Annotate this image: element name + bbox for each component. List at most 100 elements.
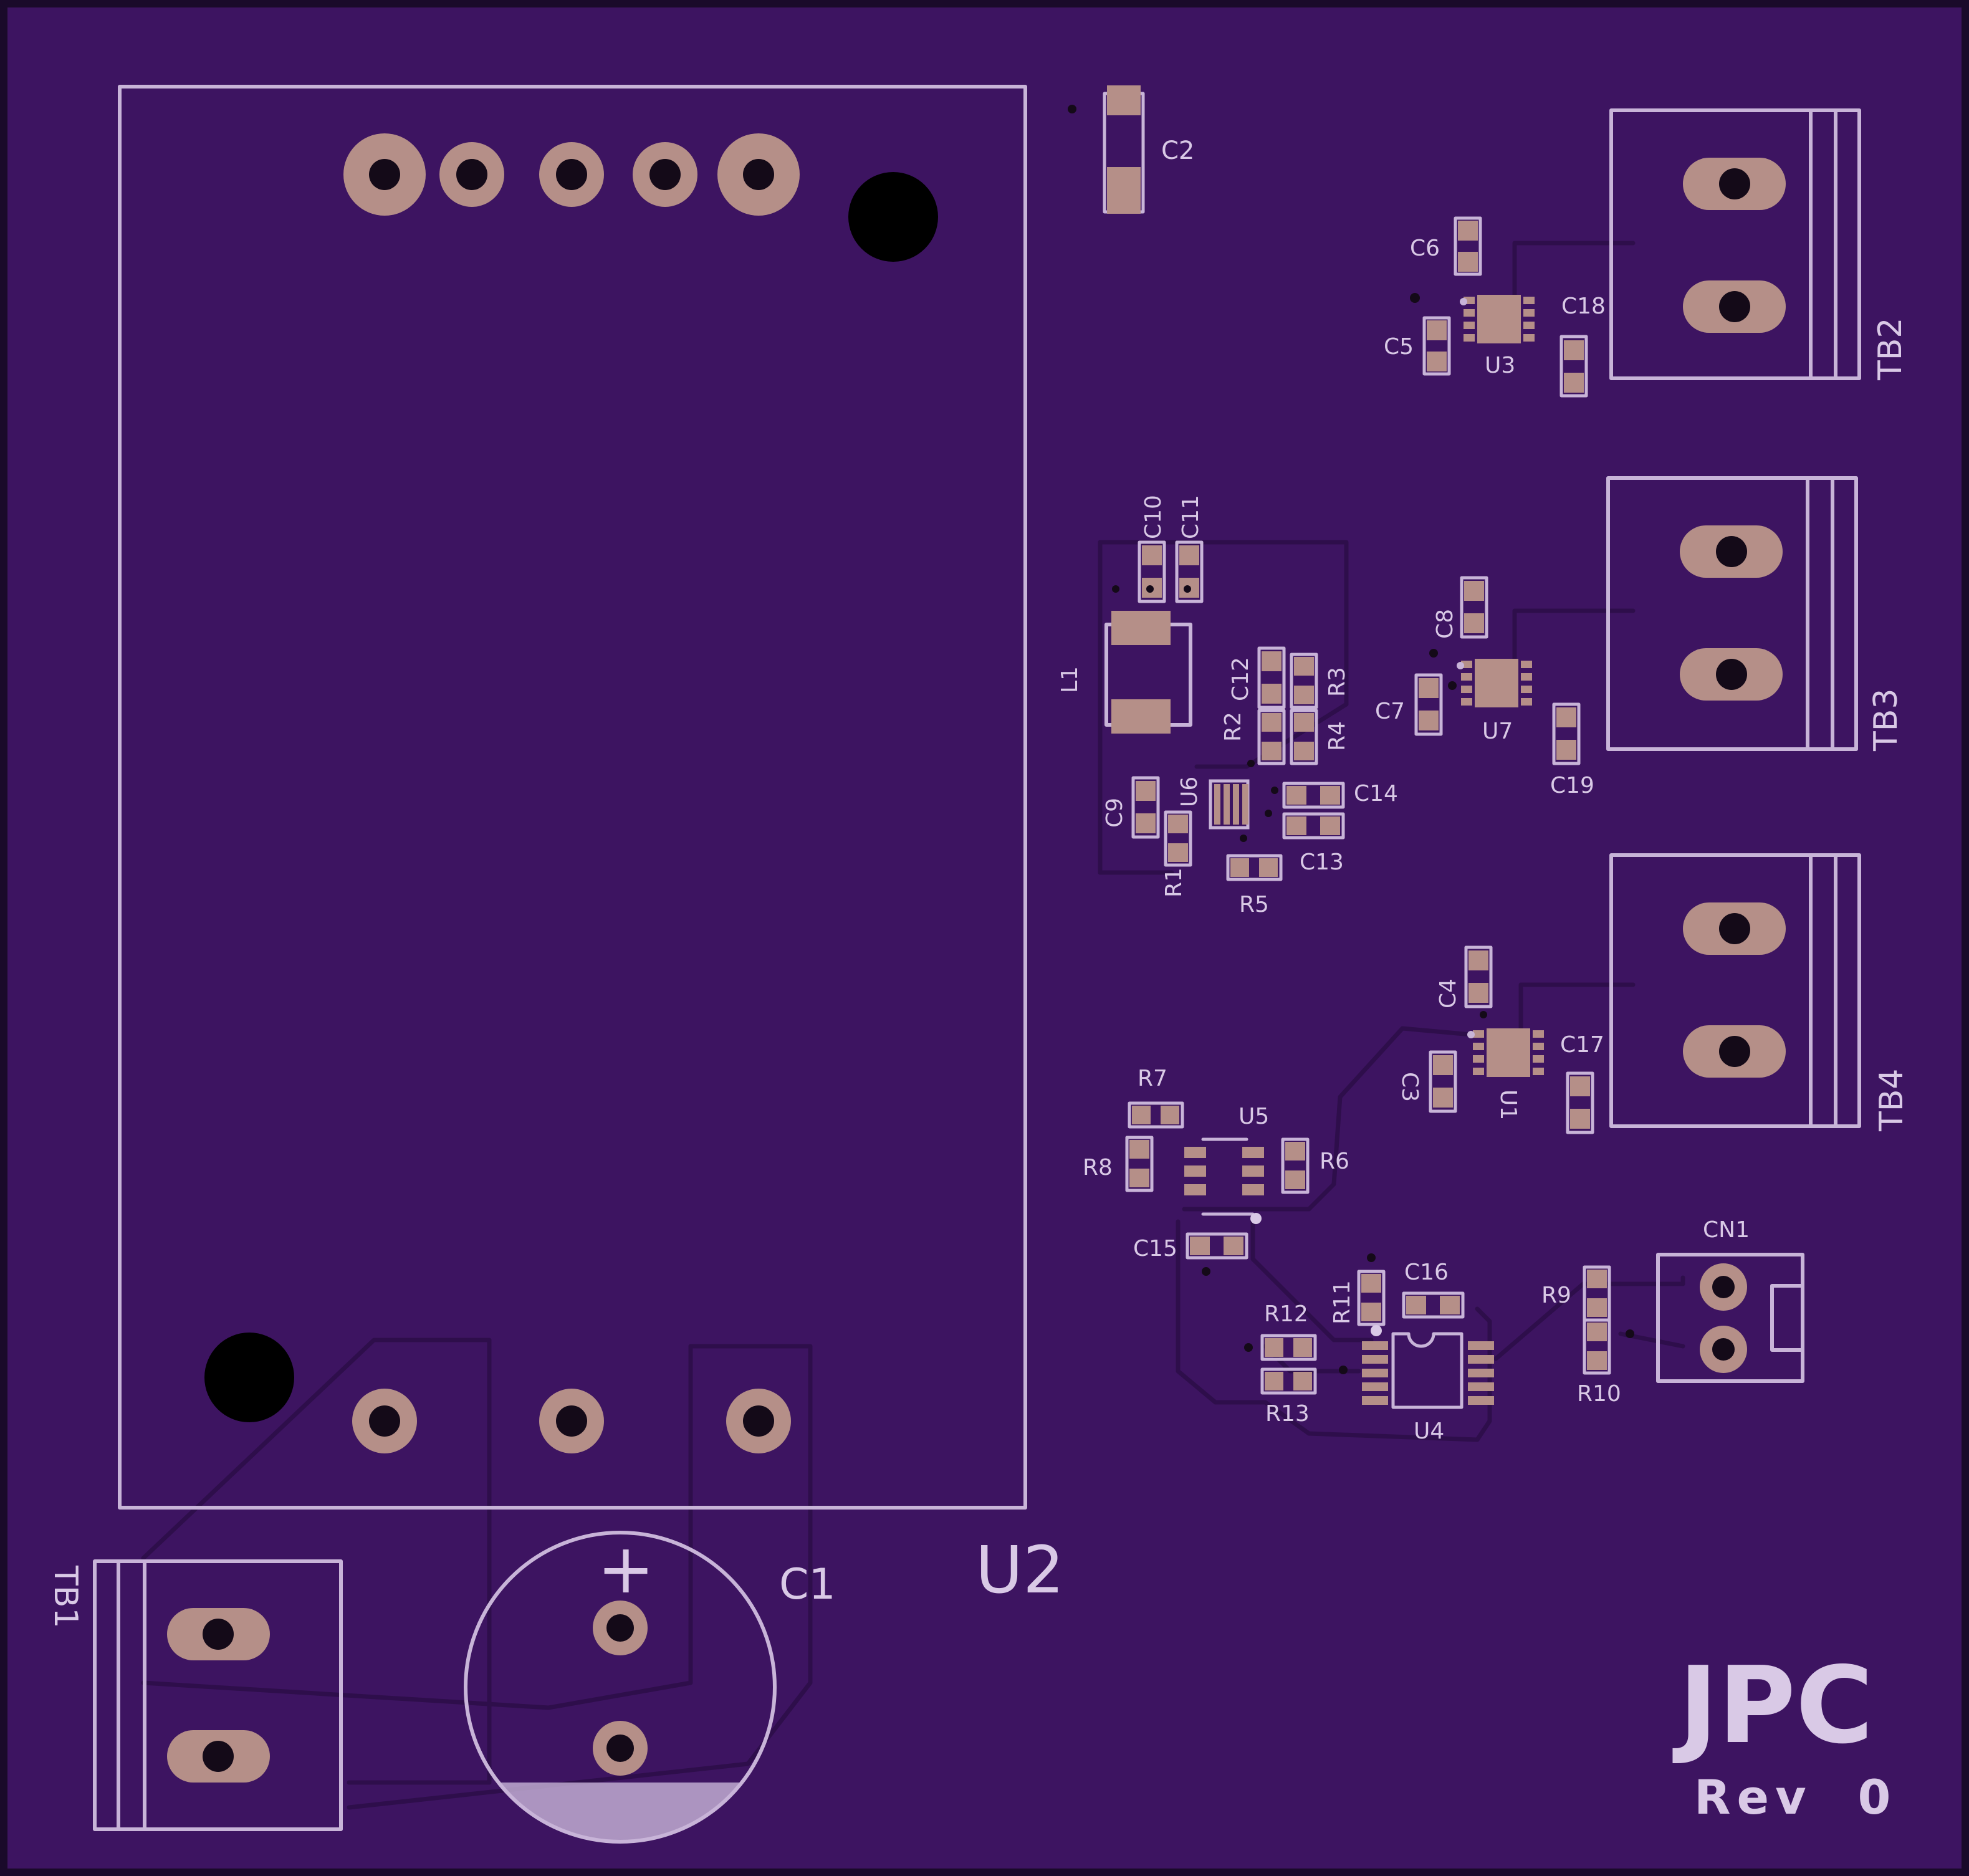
r1-pad xyxy=(1168,815,1188,833)
u2-pin-hole xyxy=(743,159,774,190)
board-surface xyxy=(7,7,1962,1869)
u2-pin-hole xyxy=(743,1405,774,1437)
c3-pad xyxy=(1433,1088,1453,1108)
trace-tb3-u7 xyxy=(1512,608,1636,676)
c15-via xyxy=(1202,1267,1210,1276)
tb3-terminal-block[interactable]: TB3 xyxy=(1606,476,1905,752)
r3-label: R3 xyxy=(1325,667,1350,697)
r4-pad xyxy=(1294,713,1314,732)
c7-pad xyxy=(1419,711,1439,730)
u4-pin xyxy=(1362,1369,1388,1377)
u1-pin xyxy=(1473,1068,1484,1075)
tb1-label: TB1 xyxy=(47,1565,84,1629)
u5-pin xyxy=(1184,1165,1206,1177)
r5-pad xyxy=(1259,858,1278,877)
l1-inductor[interactable]: L1 xyxy=(1057,611,1192,734)
c2-capacitor[interactable]: C2 xyxy=(1068,85,1194,214)
u2-module[interactable]: U2 xyxy=(118,85,1064,1608)
trace-tb4-u1 xyxy=(1518,982,1636,1037)
u5-pin xyxy=(1184,1147,1206,1158)
u3-pin1-dot xyxy=(1460,298,1467,305)
cn1-group[interactable]: R9 R10 CN1 xyxy=(1541,1217,1804,1407)
r3-pad xyxy=(1294,686,1314,704)
u6-pin xyxy=(1224,784,1230,825)
c15-label: C15 xyxy=(1133,1236,1177,1261)
u3-group[interactable]: C6 C5 C18 U3 xyxy=(1384,216,1606,398)
tb1-terminal-block[interactable]: TB1 xyxy=(47,1559,343,1831)
cn1-pin-hole xyxy=(1712,1276,1735,1298)
c17-pad xyxy=(1570,1109,1590,1129)
u3-body xyxy=(1477,295,1521,343)
u2-top-pins xyxy=(343,133,800,216)
u7-pin xyxy=(1521,661,1532,668)
c5-pad xyxy=(1427,352,1447,371)
u1-label: U1 xyxy=(1495,1089,1521,1120)
u1-pin1-dot xyxy=(1467,1031,1475,1038)
u2-pin-hole xyxy=(369,1405,400,1437)
tb4-pad-hole xyxy=(1719,1036,1750,1067)
r8-pad xyxy=(1129,1169,1149,1187)
r12-outline xyxy=(1260,1334,1317,1361)
c11-outline xyxy=(1175,540,1204,603)
u5-pins xyxy=(1184,1147,1264,1195)
u6-via xyxy=(1112,585,1119,593)
r5-label: R5 xyxy=(1239,892,1269,917)
u7-pin xyxy=(1461,698,1472,706)
r4-pad xyxy=(1294,742,1314,760)
u2-mounting-hole xyxy=(848,172,938,262)
u7-pin xyxy=(1461,686,1472,693)
c8-outline xyxy=(1460,576,1488,639)
cn1-key xyxy=(1770,1284,1804,1352)
r8-label: R8 xyxy=(1083,1155,1113,1180)
r5-outline xyxy=(1226,854,1283,881)
u5-pin xyxy=(1242,1147,1264,1158)
r10-pad xyxy=(1587,1351,1607,1370)
r3-outline xyxy=(1290,653,1318,709)
u5-pin xyxy=(1242,1184,1264,1195)
c19-outline xyxy=(1552,702,1581,765)
r6-pad xyxy=(1285,1142,1305,1161)
r12-via xyxy=(1244,1343,1253,1352)
u2-pin-hole xyxy=(556,1405,587,1437)
u6-group[interactable]: C10 C11 C12 R3 R2 R4 C9 R1 xyxy=(1102,495,1398,917)
r8-pad xyxy=(1129,1140,1149,1159)
r4-label: R4 xyxy=(1325,721,1350,751)
c12-outline xyxy=(1257,646,1286,709)
tb2-terminal-block[interactable]: TB2 xyxy=(1609,108,1909,381)
c11-pad xyxy=(1179,545,1199,565)
u5-pin xyxy=(1184,1184,1206,1195)
c3-label: C3 xyxy=(1397,1072,1422,1102)
u3-pin xyxy=(1464,309,1475,317)
trace-u5-u4 xyxy=(1250,1213,1374,1342)
trace-u1-u5 xyxy=(1182,1026,1473,1212)
u3-pin xyxy=(1523,309,1535,317)
trace-ground xyxy=(141,1344,693,1710)
r13-pad xyxy=(1293,1372,1312,1390)
u6-via xyxy=(1184,585,1191,593)
board-logo: JPC Rev 0 xyxy=(1672,1644,1897,1825)
u4-group[interactable]: R11 C16 R12 R13 U4 xyxy=(1244,1253,1494,1444)
c15-pad xyxy=(1190,1237,1210,1255)
tb4-terminal-block[interactable]: TB4 xyxy=(1609,853,1910,1132)
r9-pad xyxy=(1587,1270,1607,1288)
u3-label: U3 xyxy=(1485,353,1515,378)
u6-vias xyxy=(1112,585,1278,842)
c10-pad xyxy=(1142,545,1162,565)
c12-pad xyxy=(1262,684,1282,704)
revision-text: Rev 0 xyxy=(1694,1769,1897,1825)
c1-outline xyxy=(464,1531,777,1844)
r13-pad xyxy=(1265,1372,1283,1390)
u4-pin xyxy=(1362,1382,1388,1391)
c2-pad xyxy=(1107,85,1141,115)
c13-pad xyxy=(1286,816,1306,835)
u7-group[interactable]: C8 C7 C19 U7 xyxy=(1375,576,1594,798)
u5-group[interactable]: R7 R8 U5 R6 C15 xyxy=(1083,1066,1349,1276)
c8-pad xyxy=(1464,613,1484,633)
u7-pin xyxy=(1521,673,1532,681)
u1-group[interactable]: C4 C3 C17 U1 xyxy=(1397,945,1604,1134)
cn1-pin-hole xyxy=(1712,1338,1735,1361)
c10-label: C10 xyxy=(1141,495,1166,539)
u5-label: U5 xyxy=(1238,1104,1269,1129)
tb4-pad-hole xyxy=(1719,913,1750,944)
u6-via xyxy=(1240,835,1247,842)
